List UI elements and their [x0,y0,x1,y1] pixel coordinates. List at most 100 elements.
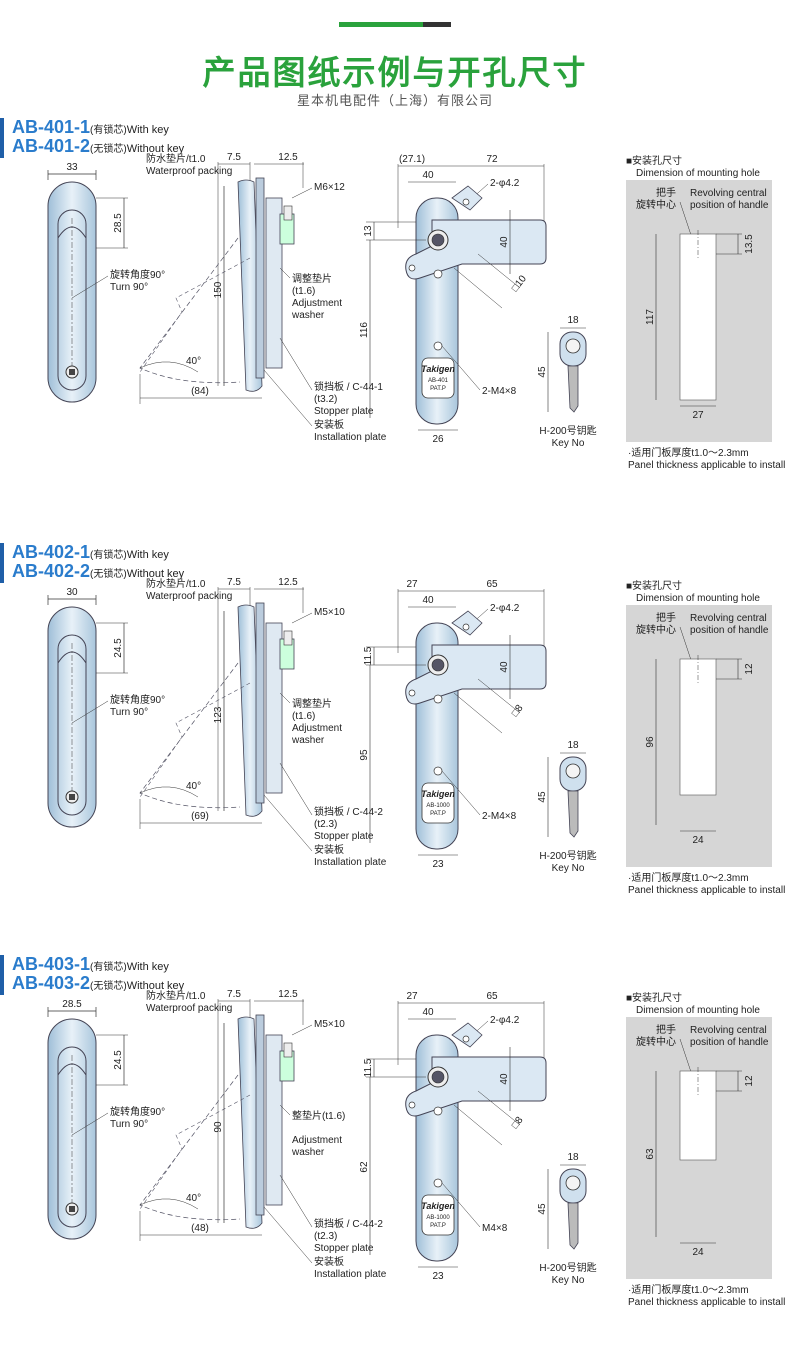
hole-top: 13.5 [744,234,755,254]
technical-drawing: 28.5 24.5 旋转角度90° Turn 90° 防水垫片/t1.0 Wat… [47,989,785,1308]
hole-width: 24 [692,1247,704,1258]
install-label-en: Installation plate [314,1269,387,1280]
side-dim-1: 7.5 [227,577,241,588]
rear-width-3: 40 [422,1007,434,1018]
hole-width: 24 [692,835,704,846]
key-height: 45 [537,366,548,378]
side-angle: 40° [186,356,201,367]
rear-pat: PAT.P [430,811,446,817]
technical-drawing: 33 28.5 旋转角度90° Turn 90° 防水垫片/t1.0 Water… [47,152,785,471]
product-section: AB-403-1(有锁芯)With key AB-403-2(无锁芯)Witho… [0,955,790,1355]
rotation-label-cn: 旋转角度90° [110,268,165,281]
side-dim-2: 12.5 [278,577,298,588]
front-width-dim: 28.5 [62,999,82,1010]
rear-holes-label: 2-φ4.2 [490,603,520,614]
hole-title-cn: ■安装孔尺寸 [626,991,682,1004]
header-accent-bar [339,22,451,27]
rear-width-1: 27 [406,991,418,1002]
washer-label-en2: washer [291,1147,325,1158]
rear-width-2: 65 [486,579,498,590]
rear-code: AB-1000 [426,1215,450,1221]
center-label-en2: position of handle [690,625,769,636]
rear-height: 62 [359,1161,370,1173]
packing-label-en: Waterproof packing [146,166,232,177]
center-label-cn1: 把手 [656,186,676,199]
packing-label-cn: 防水垫片/t1.0 [146,989,206,1002]
install-label-cn: 安装板 [314,418,344,431]
side-height-dim: 123 [213,706,224,723]
front-dim: 28.5 [113,213,124,233]
stopper-label-cn: 锁挡板 / C-44-2 [314,1217,383,1230]
rear-h1: 11.5 [363,1058,374,1077]
hole-title-en: Dimension of mounting hole [636,593,760,604]
thickness-cn: ·适用门板厚度t1.0～2.3mm [628,1283,749,1296]
washer-label-cn: 调整垫片 [292,272,332,285]
key-drawing: 18 45 H-200号钥匙 Key No [537,315,597,449]
center-label-cn2: 旋转中心 [636,623,676,636]
rear-height: 116 [359,322,370,338]
section-accent [0,955,4,995]
rear-bottom: 23 [432,1271,444,1282]
rear-width-1: (27.1) [399,154,425,165]
key-label-en: Key No [552,1275,585,1286]
rear-h1: 11.5 [363,646,374,665]
install-label-cn: 安装板 [314,1255,344,1268]
rear-screws: 2-M4×8 [482,386,517,397]
model-with-key: AB-402-1(有锁芯)With key [12,542,169,562]
thickness-en: Panel thickness applicable to install [628,1297,785,1308]
front-width-dim: 33 [66,162,78,173]
side-angle: 40° [186,1193,201,1204]
rear-code: AB-401 [428,378,449,384]
side-dim-2: 12.5 [278,989,298,1000]
hole-top: 12 [744,663,755,675]
side-angle: 40° [186,781,201,792]
mounting-hole: ■安装孔尺寸 Dimension of mounting hole 把手 旋转中… [626,154,785,471]
company-name: 星本机电配件（上海）有限公司 [296,93,493,108]
rear-width-3: 40 [422,170,434,181]
thickness-en: Panel thickness applicable to install [628,885,785,896]
rear-view: 27 65 40 2-φ4.2 Takigen AB-1000 PAT.P [359,579,547,870]
washer-label-en1: Adjustment [292,1135,342,1146]
rotation-label-en: Turn 90° [110,282,148,293]
side-reach-dim: (69) [191,811,209,822]
rear-holes-label: 2-φ4.2 [490,178,520,189]
rear-square: □10 [510,273,530,294]
side-view: 防水垫片/t1.0 Waterproof packing 7.5 12.5 12… [139,577,387,868]
center-label-en1: Revolving central [690,613,767,624]
key-height: 45 [537,1203,548,1215]
rear-pat: PAT.P [430,386,446,392]
model-with-key: AB-401-1(有锁芯)With key [12,117,169,137]
side-dim-2: 12.5 [278,152,298,163]
thickness-en: Panel thickness applicable to install [628,460,785,471]
washer-label-cn: 调整垫片 [292,697,332,710]
washer-label-en2: washer [291,310,325,321]
rear-square: □8 [510,1115,526,1131]
rotation-label-en: Turn 90° [110,707,148,718]
hole-title-en: Dimension of mounting hole [636,168,760,179]
rear-view: (27.1) 72 40 2-φ4.2 Takigen AB-401 PAT.P [359,154,547,445]
side-height-dim: 90 [213,1121,224,1133]
side-view: 防水垫片/t1.0 Waterproof packing 7.5 12.5 15… [139,152,387,443]
key-label-en: Key No [552,438,585,449]
stopper-label-t: (t2.3) [314,819,337,830]
center-label-en1: Revolving central [690,1025,767,1036]
front-width-dim: 30 [66,587,78,598]
side-height-dim: 150 [213,281,224,298]
washer-label-t: (t1.6) [292,286,315,297]
rear-code: AB-1000 [426,803,450,809]
side-view: 防水垫片/t1.0 Waterproof packing 7.5 12.5 90… [139,989,387,1280]
packing-label-cn: 防水垫片/t1.0 [146,577,206,590]
page-title: 产品图纸示例与开孔尺寸 [202,54,588,91]
rear-h1: 13 [363,225,374,237]
packing-label-cn: 防水垫片/t1.0 [146,152,206,165]
washer-label-en1: Adjustment [292,298,342,309]
rear-holes-label: 2-φ4.2 [490,1015,520,1026]
center-label-cn1: 把手 [656,611,676,624]
thickness-cn: ·适用门板厚度t1.0～2.3mm [628,871,749,884]
model-with-key: AB-403-1(有锁芯)With key [12,954,169,974]
key-drawing: 18 45 H-200号钥匙 Key No [537,740,597,874]
rear-height: 95 [359,749,370,761]
center-label-en2: position of handle [690,1037,769,1048]
rear-width-3: 40 [422,595,434,606]
stopper-label-cn: 锁挡板 / C-44-1 [314,380,383,393]
